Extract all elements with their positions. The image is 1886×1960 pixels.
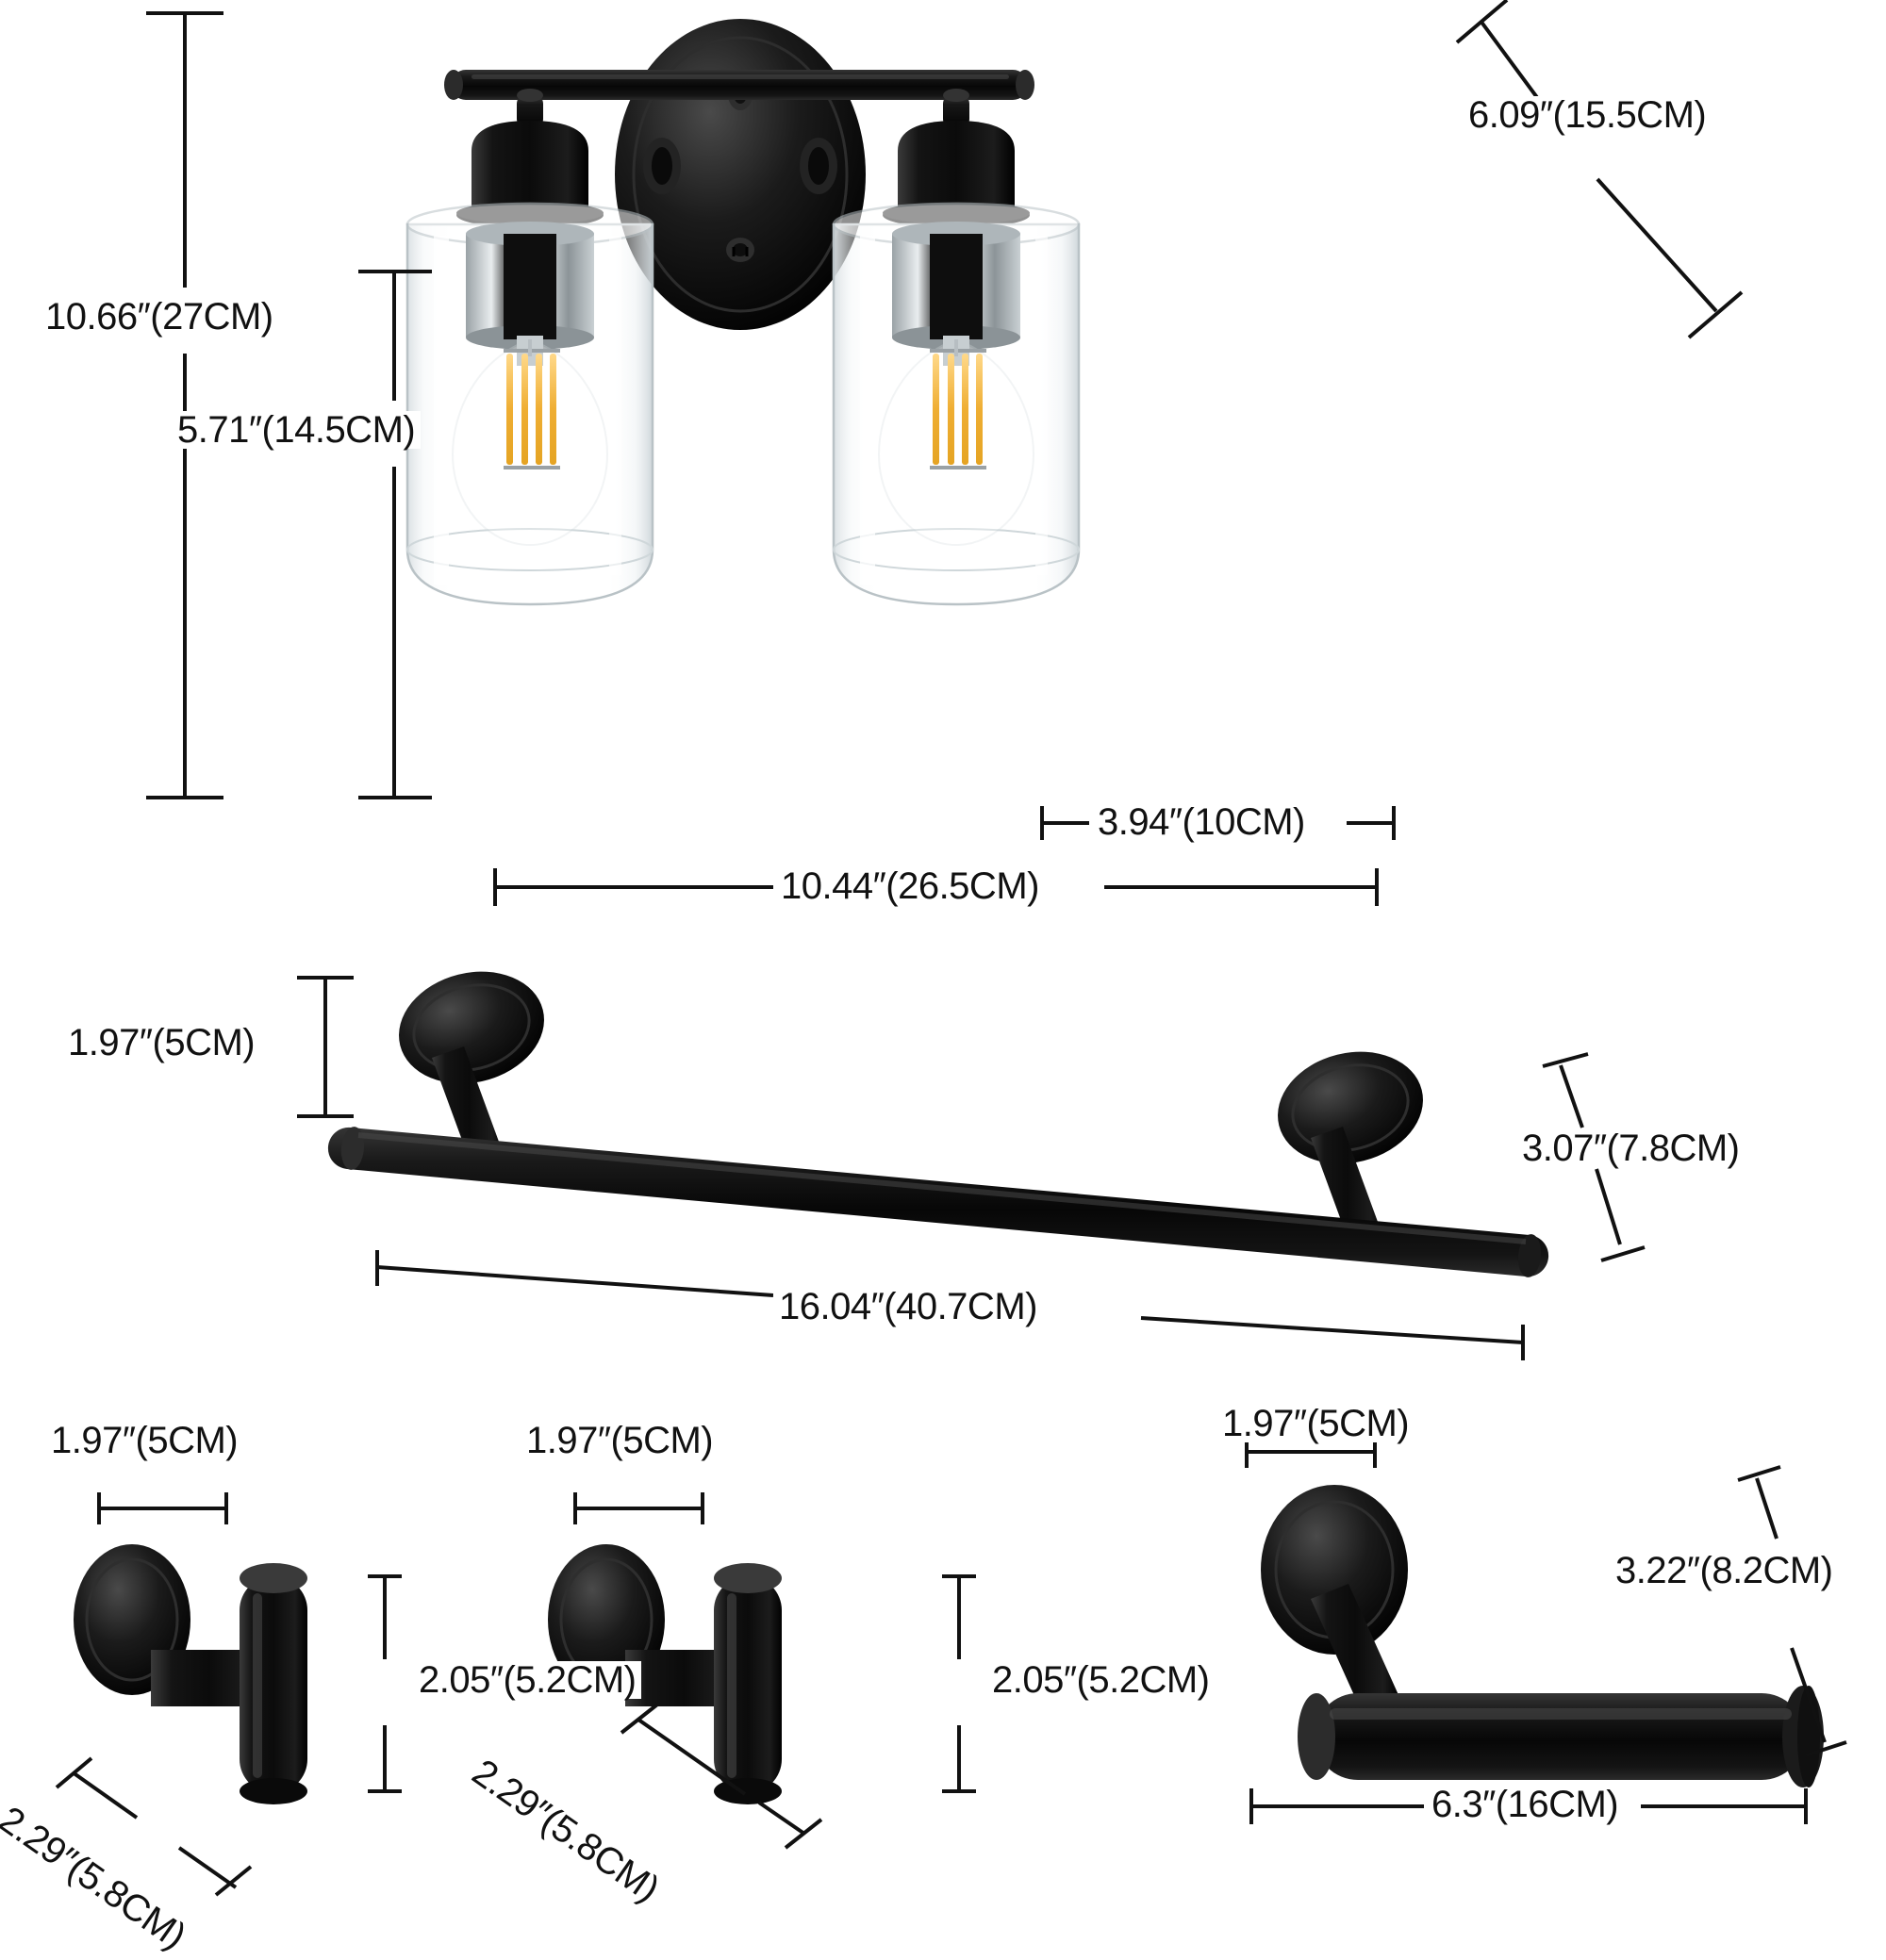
dim-label-tp-depth: 3.22″(8.2CM) [1610,1552,1839,1589]
towel-bar-mount-left [399,971,544,1171]
dim-tp-length [1249,1788,1808,1824]
dim-light-width [493,868,1379,906]
dim-light-height [146,11,223,799]
light-filament-left [504,339,560,469]
diagram-canvas: 10.66″(27CM) 5.71″(14.5CM) 6.09″(15.5CM)… [0,0,1847,1959]
dim-label-hook1-mount: 1.97″(5CM) [45,1422,244,1459]
dim-label-light-depth: 6.09″(15.5CM) [1463,96,1712,134]
robe-hook-1-product [74,1544,307,1804]
dim-label-light-shade-width: 3.94″(10CM) [1092,803,1311,841]
dim-hook2-mount [573,1492,704,1524]
dim-label-hook1-height: 2.05″(5.2CM) [413,1661,642,1699]
light-head-left [405,89,654,606]
dim-light-shade-width [1040,806,1396,840]
product-artwork-layer [74,19,1824,1804]
dim-bar-depth [1542,1052,1646,1262]
dimension-lines-layer [55,0,1847,1897]
dim-hook1-height [368,1574,402,1793]
dim-label-hook2-mount: 1.97″(5CM) [521,1422,720,1459]
dim-label-tp-length: 6.3″(16CM) [1426,1786,1625,1823]
dim-label-light-height: 10.66″(27CM) [40,298,279,336]
light-filament-right [930,339,986,469]
dim-hook1-mount [97,1492,228,1524]
toilet-paper-holder-product [1261,1485,1824,1787]
dim-hook2-depth [620,1703,823,1850]
dim-light-shade-height [358,270,432,799]
dim-hook2-height [942,1574,976,1793]
dim-label-bar-length: 16.04″(40.7CM) [773,1288,1043,1326]
towel-bar-mount-right [1278,1051,1423,1251]
dim-bar-length [375,1250,1525,1360]
tp-holder-rod [1298,1686,1824,1787]
light-head-right [832,89,1081,606]
light-crossbar [444,70,1034,100]
light-socket-left [466,222,594,350]
dim-bar-mount [297,976,354,1118]
dim-label-light-width: 10.44″(26.5CM) [775,867,1045,905]
dim-label-hook2-height: 2.05″(5.2CM) [986,1661,1216,1699]
dim-light-depth [1455,0,1744,339]
towel-bar-product [327,971,1549,1277]
dim-label-bar-depth: 3.07″(7.8CM) [1516,1129,1745,1167]
light-bulb-right [877,336,1035,547]
vanity-light-product [405,19,1081,606]
towel-bar-rod [327,1127,1549,1277]
dim-label-tp-mount: 1.97″(5CM) [1216,1405,1415,1442]
dim-label-light-shade-height: 5.71″(14.5CM) [172,411,422,449]
dim-label-bar-mount: 1.97″(5CM) [62,1024,261,1062]
dim-tp-depth [1737,1465,1847,1757]
light-bulb-left [451,336,609,547]
